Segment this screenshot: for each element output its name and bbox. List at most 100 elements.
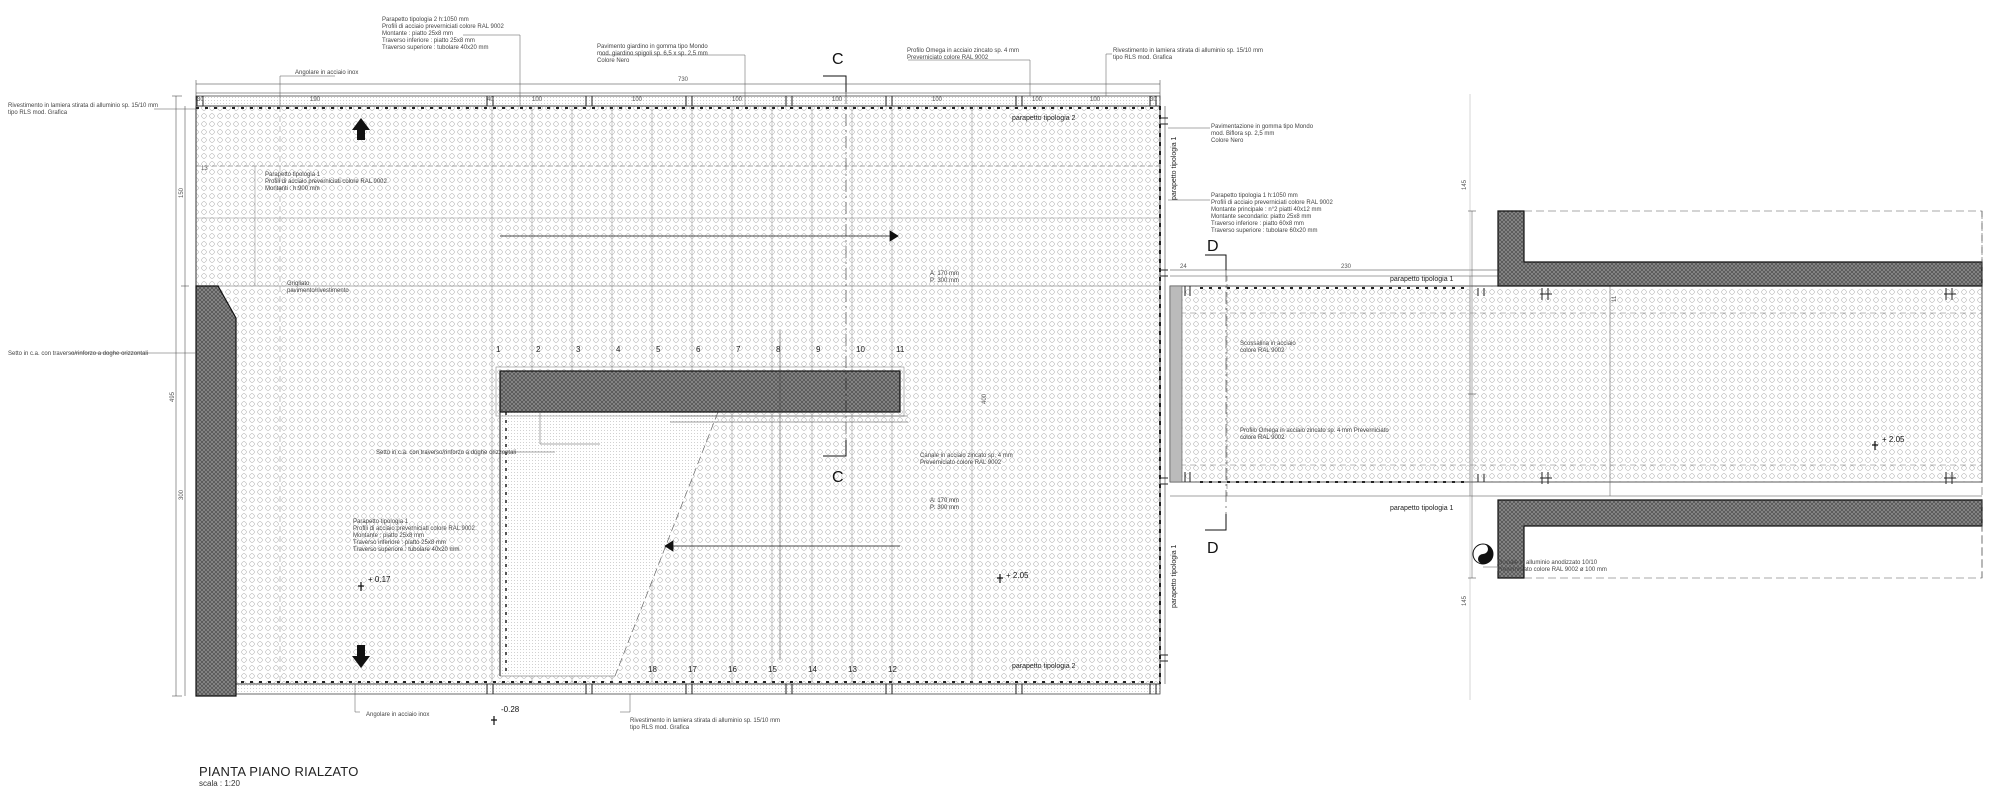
stair-arrows [500,230,900,552]
dimension-value: 40 [487,97,494,103]
step-number: 11 [896,345,905,354]
dim-bridge-right-2: 145 [1462,595,1468,606]
annotation-line: Parapetto tipologia 2 h:1050 mm [382,17,469,23]
dimension-lines [172,80,1500,700]
annotation-line: Rivestimento in lamiera stirata di allum… [8,103,158,109]
step-number: 18 [648,665,657,674]
annotation-angolare-top: Angolare in acciaio inox [295,70,358,76]
parapet-label-tip2-bottom: parapetto tipologia 2 [1012,663,1076,670]
annotation-line: Scossalina in acciaio [1240,341,1296,347]
section-label-c-bottom: C [832,469,844,486]
step-number: 12 [888,665,897,674]
annotation-line: Rivestimento in lamiera stirata di allum… [630,718,780,724]
step-number: 16 [728,665,737,674]
level-bottom: -0.28 [501,705,520,714]
annotation-line: Profilo Omega in acciaio zincato sp. 4 m… [1240,428,1389,434]
stair-area [499,411,719,677]
dimension-value: 190 [310,97,321,103]
parapet-label-tip1-right-top: parapetto tipologia 1 [1171,136,1178,200]
level-main: + 2.05 [1006,571,1029,580]
annotation-line: Pavimento giardino in gomma tipo Mondo [597,44,708,50]
annotation-line: Montante principale : n°2 piatti 40x12 m… [1211,207,1321,213]
annotation-line: Traverso superiore : tubolare 40x20 mm [353,547,460,553]
dimension-value: 30 [1150,97,1157,103]
section-line-c [823,75,847,457]
annotation-line: Canale in acciaio zincato sp. 4 mm [920,453,1013,459]
annotation-line: A: 170 mm [930,271,959,277]
annotation-line: Colore Nero [1211,138,1244,144]
parapet-label-tip1-bridge-top: parapetto tipologia 1 [1390,276,1454,283]
level-left: + 0.17 [368,575,391,584]
step-number: 10 [856,345,865,354]
dim-bridge-right-1: 145 [1462,179,1468,190]
dimension-value: 100 [532,97,543,103]
annotation-line: pavimento/rivestimento [287,288,349,294]
dim-bridge-1: 24 [1180,264,1187,270]
annotation-line: Montanti : h:900 mm [265,186,320,192]
step-number: 6 [696,345,701,354]
annotation-line: Pavimentazione in gomma tipo Mondo [1211,124,1314,130]
dim-bridge-2: 230 [1341,264,1352,270]
step-number: 7 [736,345,741,354]
annotation-line: Preverniciato colore RAL 9002 [920,460,1002,466]
section-line-d [1205,254,1227,531]
down-arrow-icon [352,645,370,668]
level-bridge: + 2.05 [1882,435,1905,444]
dim-left-tick: 13 [201,166,208,172]
step-number: 13 [848,665,857,674]
annotation-line: Montante secondario: piatto 25x8 mm [1211,214,1311,220]
annotation-setto-center: Setto in c.a. con traverso/rinforzo a do… [376,450,516,456]
downpipe-icon [1472,543,1494,565]
annotation-line: Pluviale in alluminio anodizzato 10/10 [1497,560,1598,566]
leader-lines [70,34,1497,713]
step-number: 9 [816,345,821,354]
annotation-line: Grigliato [287,281,310,287]
dimension-value: 100 [832,97,843,103]
annotation-line: tipo RLS mod. Grafica [630,725,690,731]
bridge-walkway [1169,275,1983,497]
annotation-line: colore RAL 9002 [1240,435,1285,441]
annotation-line: Traverso inferiore : piatto 60x8 mm [1211,221,1304,227]
annotation-line: Profili di acciaio preverniciati colore … [353,526,476,532]
parapet-label-tip2-top: parapetto tipologia 2 [1012,115,1076,122]
annotation-line: Parapetto tipologia 1 [265,172,321,178]
annotation-line: tipo RLS mod. Grafica [1113,55,1173,61]
section-label-d-bottom: D [1207,540,1219,557]
annotation-profilo-omega: Profilo Omega in acciaio zincato sp. 4 m… [907,48,1019,61]
annotation-line: Parapetto tipologia 1 h:1050 mm [1211,193,1298,199]
annotation-line: Profili di acciaio preverniciati colore … [265,179,388,185]
drawing-scale: scala : 1:20 [199,779,240,787]
annotation-line: Profili di acciaio preverniciati colore … [382,24,505,30]
annotation-line: Profili di acciaio preverniciati colore … [1211,200,1334,206]
annotation-line: P: 300 mm [930,505,959,511]
annotation-line: Parapetto tipologia 1 [353,519,409,525]
annotation-line: Profilo Omega in acciaio zincato sp. 4 m… [907,48,1019,54]
annotation-line: A: 170 mm [930,498,959,504]
annotation-line: Preverniciato colore RAL 9002 ø 100 mm [1497,567,1607,573]
annotation-line: Montante : piatto 25x8 mm [353,533,424,539]
upper-right-wall [1497,210,1983,287]
step-number: 17 [688,665,697,674]
step-number: 2 [536,345,541,354]
annotation-profilo-right: Profilo Omega in acciaio zincato sp. 4 m… [1240,428,1389,441]
annotation-line: Rivestimento in lamiera stirata di allum… [1113,48,1263,54]
dimension-value: 100 [732,97,743,103]
annotation-line: Traverso inferiore : piatto 25x8 mm [353,540,446,546]
step-number: 4 [616,345,621,354]
annotation-line: mod. Biflora sp. 2,5 mm [1211,131,1274,137]
section-label-d-top: D [1207,238,1219,255]
left-wall [195,285,237,697]
dim-left-1: 150 [179,187,185,198]
